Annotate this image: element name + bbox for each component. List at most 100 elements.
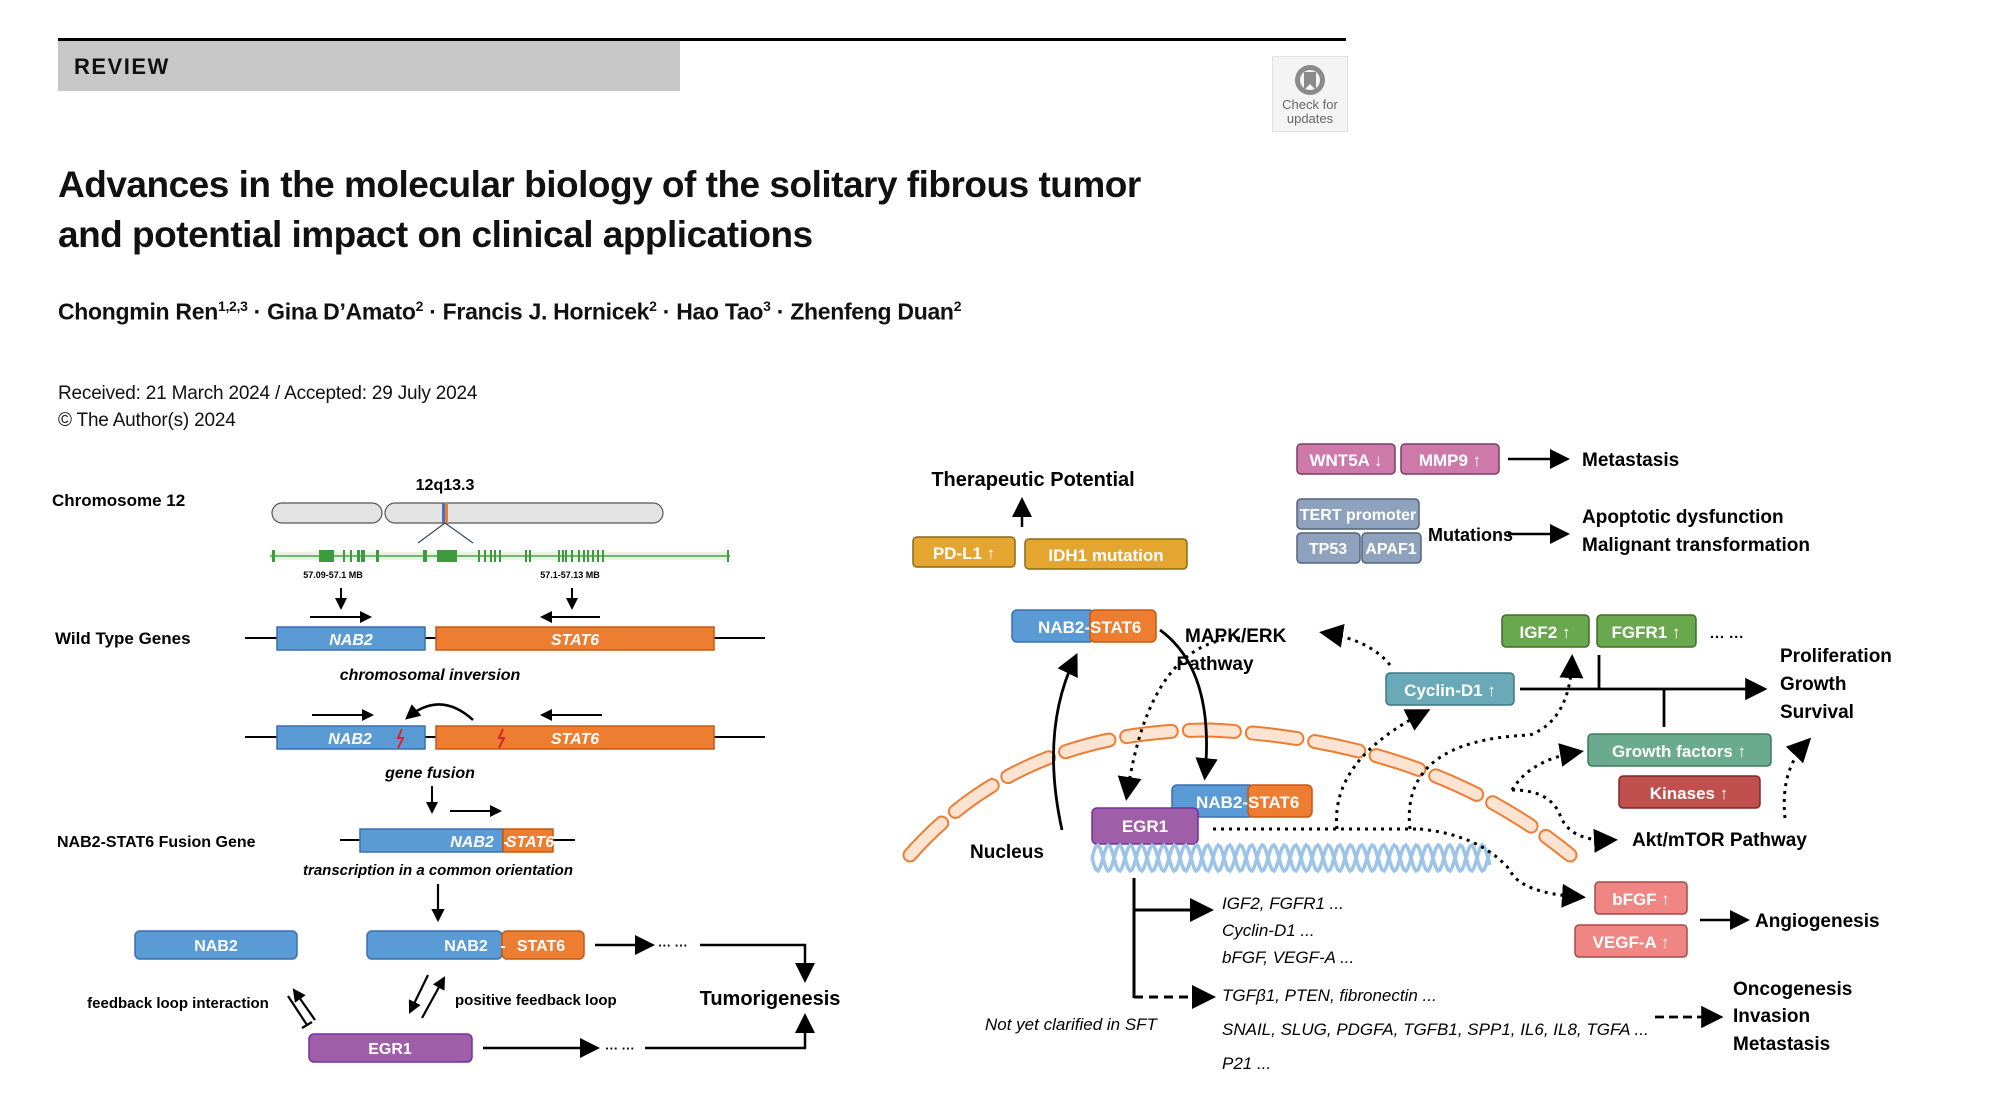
exon-mark xyxy=(437,550,455,562)
wnt5a-label: WNT5A ↓ xyxy=(1309,451,1382,470)
proliferation-label: Proliferation xyxy=(1780,646,1892,667)
author-affiliation[interactable]: 1,2,3 xyxy=(217,298,248,314)
author-name[interactable]: Hao Tao xyxy=(676,298,764,325)
target-gene-line: SNAIL, SLUG, PDGFA, TGFB1, SPP1, IL6, IL… xyxy=(1222,1020,1649,1039)
exon-mark xyxy=(525,550,527,562)
exon-mark xyxy=(571,550,573,562)
fusion-dash: - xyxy=(503,834,508,851)
fgfr1-label: FGFR1 ↑ xyxy=(1612,623,1681,642)
check-for-updates-badge[interactable]: Check for updates xyxy=(1272,56,1348,132)
dna-strand xyxy=(1090,842,1492,874)
invasion-label: Invasion xyxy=(1733,1006,1810,1027)
received-accepted: Received: 21 March 2024 / Accepted: 29 J… xyxy=(58,383,478,404)
article-type-label: REVIEW xyxy=(74,54,170,79)
inverted-nab2-gene xyxy=(276,725,426,750)
apoptotic-label: Apoptotic dysfunction xyxy=(1582,507,1784,528)
author-affiliation[interactable]: 2 xyxy=(953,298,962,314)
mapk-label-1: MAPK/ERK xyxy=(1185,626,1287,647)
nuclear-stat6-segment xyxy=(1247,784,1313,818)
idh1-box xyxy=(1024,538,1188,570)
author-separator: · xyxy=(247,298,268,325)
author-name[interactable]: Chongmin Ren xyxy=(58,298,218,325)
growth-factors-label: Growth factors ↑ xyxy=(1612,742,1746,761)
locus-band-nab2 xyxy=(442,503,445,523)
tumorigenesis-label: Tumorigenesis xyxy=(700,988,841,1010)
gene-track xyxy=(270,550,730,562)
egr1-protein-label: EGR1 xyxy=(368,1041,412,1058)
oncogenesis-label: Oncogenesis xyxy=(1733,979,1852,1000)
egr1-label: EGR1 xyxy=(1122,817,1168,836)
not-clarified-label: Not yet clarified in SFT xyxy=(985,1015,1159,1034)
exon-mark xyxy=(449,550,452,562)
exon-mark xyxy=(727,550,729,562)
author-affiliation[interactable]: 2 xyxy=(415,298,424,314)
target-gene-line: IGF2, FGFR1 ... xyxy=(1222,894,1344,913)
bfgf-label: bFGF ↑ xyxy=(1612,890,1670,909)
fusion-protein-stat6-label: STAT6 xyxy=(517,938,565,955)
author-list: Chongmin Ren1,2,3 · Gina D’Amato2 · Fran… xyxy=(58,298,961,326)
nuclear-nab2-label: NAB2- xyxy=(1196,793,1248,812)
igf2-label: IGF2 ↑ xyxy=(1519,623,1570,642)
fusion-stat6-segment xyxy=(502,828,554,853)
exon-mark xyxy=(592,550,594,562)
metastasis-outcome-label: Metastasis xyxy=(1733,1034,1830,1055)
exon-mark xyxy=(376,550,379,562)
breakpoint-nab2 xyxy=(396,728,405,749)
title-line-1: Advances in the molecular biology of the… xyxy=(58,164,1141,205)
chromosome-label: Chromosome 12 xyxy=(52,491,185,510)
exon-mark xyxy=(602,550,604,562)
apaf1-label: APAF1 xyxy=(1365,541,1416,558)
dna-double-helix xyxy=(1090,842,1492,874)
exon-mark xyxy=(583,550,585,562)
author-affiliation[interactable]: 3 xyxy=(763,298,771,314)
author-separator: · xyxy=(770,298,791,325)
wild-type-nab2-gene xyxy=(276,626,426,651)
growth-label: Growth xyxy=(1780,674,1847,695)
cyclin-label: Cyclin-D1 ↑ xyxy=(1404,681,1496,700)
tert-box xyxy=(1296,498,1420,530)
exon-mark xyxy=(361,550,365,562)
fusion-protein-nab2-label: NAB2 xyxy=(444,938,488,955)
survival-label: Survival xyxy=(1780,702,1854,723)
growth-factors-box xyxy=(1587,733,1772,767)
author-affiliation[interactable]: 2 xyxy=(649,298,657,314)
kinases-box xyxy=(1618,775,1761,809)
tert-label: TERT promoter xyxy=(1300,507,1416,524)
wild-type-label: Wild Type Genes xyxy=(55,629,191,648)
import-arrow xyxy=(1159,628,1218,781)
check-for-updates-text-1: Check for xyxy=(1282,97,1338,112)
target-gene-line: P21 ... xyxy=(1222,1054,1271,1073)
locus-band-stat6 xyxy=(445,503,448,523)
exon-mark xyxy=(565,550,567,562)
target-gene-line: TGFβ1, PTEN, fibronectin ... xyxy=(1222,986,1437,1005)
exon-mark xyxy=(558,550,560,562)
author-name[interactable]: Zhenfeng Duan xyxy=(790,298,954,325)
author-name[interactable]: Francis J. Hornicek xyxy=(442,298,650,325)
fusion-protein-dash: - xyxy=(500,938,505,955)
pdl1-label: PD-L1 ↑ xyxy=(933,544,995,563)
idh1-label: IDH1 mutation xyxy=(1048,546,1163,565)
inverted-stat6-gene xyxy=(435,725,715,750)
vegfa-box xyxy=(1574,924,1688,958)
exon-mark xyxy=(494,550,496,562)
article-title: Advances in the molecular biology of the… xyxy=(58,160,1158,260)
copyright: © The Author(s) 2024 xyxy=(58,410,236,431)
igf2-box xyxy=(1501,614,1590,648)
wnt5a-box xyxy=(1296,443,1396,475)
header-rule xyxy=(58,38,1346,41)
fusion-gene-label: NAB2-STAT6 Fusion Gene xyxy=(57,834,256,851)
exon-mark xyxy=(499,550,501,562)
apaf1-box xyxy=(1361,532,1422,564)
export-arrow xyxy=(1052,652,1078,831)
range-left: 57.09-57.1 MB xyxy=(303,570,363,580)
exon-mark xyxy=(578,550,580,562)
inverted-nab2-label: NAB2 xyxy=(328,731,372,748)
author-name[interactable]: Gina D’Amato xyxy=(267,298,416,325)
inverted-stat6-label: STAT6 xyxy=(551,731,599,748)
angiogenesis-label: Angiogenesis xyxy=(1755,911,1880,932)
breakpoint-stat6 xyxy=(497,728,506,749)
exon-mark xyxy=(562,550,564,562)
exon-mark xyxy=(423,550,427,562)
signaling-pathway-figure: Therapeutic Potential PD-L1 ↑ IDH1 mutat… xyxy=(902,443,1892,1073)
check-for-updates-text-2: updates xyxy=(1286,111,1334,126)
